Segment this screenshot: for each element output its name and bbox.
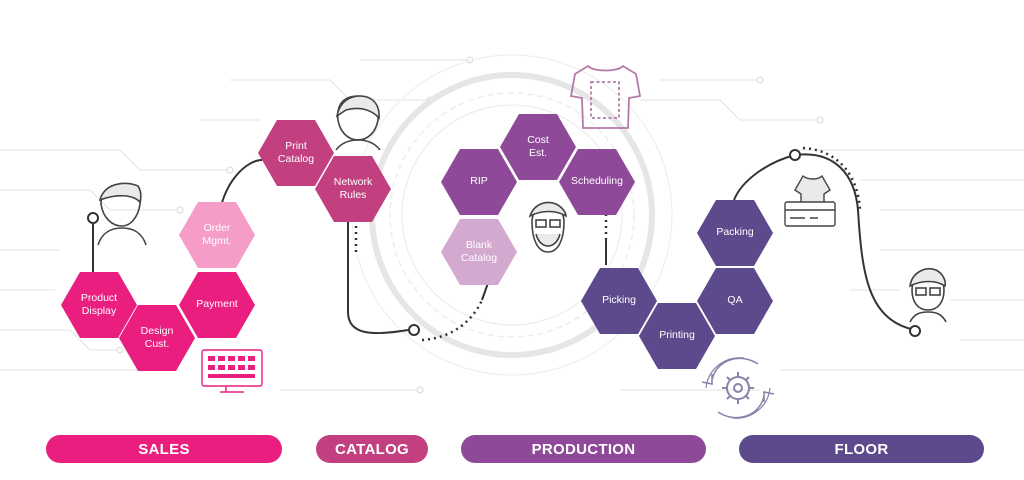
hex-printing[interactable]: Printing <box>639 303 715 369</box>
hex-label: QA <box>727 294 743 307</box>
circuit-lines <box>0 59 1024 391</box>
hex-label: Blank Catalog <box>460 238 498 264</box>
hex-order-mgmt[interactable]: Order Mgmt. <box>179 202 255 268</box>
hex-qa[interactable]: QA <box>697 268 773 334</box>
hex-payment[interactable]: Payment <box>179 272 255 338</box>
hex-label: Scheduling <box>571 175 623 188</box>
floor-worker-avatar-icon <box>908 268 947 323</box>
stage-pill-production[interactable]: PRODUCTION <box>461 435 706 463</box>
hex-label: Order Mgmt. <box>202 221 232 247</box>
hex-scheduling[interactable]: Scheduling <box>559 149 635 215</box>
hex-label: Product Display <box>80 291 118 317</box>
hex-label: Print Catalog <box>277 139 315 165</box>
hex-label: Printing <box>659 329 695 342</box>
tshirt-icon <box>569 64 642 129</box>
flow-connectors <box>92 153 916 335</box>
hex-label: RIP <box>470 175 488 188</box>
catalog-operator-avatar-icon <box>335 95 381 151</box>
hex-label: Cost Est. <box>527 133 549 159</box>
hex-packing[interactable]: Packing <box>697 200 773 266</box>
stage-pill-sales[interactable]: SALES <box>46 435 282 463</box>
stage-pill-catalog[interactable]: CATALOG <box>316 435 428 463</box>
monitor-icon <box>201 349 263 393</box>
bearded-worker-avatar-icon <box>528 201 567 253</box>
hex-label: Payment <box>196 298 238 311</box>
hex-label: Design Cust. <box>140 324 174 350</box>
dotted-connectors <box>354 146 862 342</box>
folded-shirt-card-icon <box>784 174 836 227</box>
hex-picking[interactable]: Picking <box>581 268 657 334</box>
connector-endpoints <box>87 149 921 337</box>
customer-avatar-icon <box>97 182 147 246</box>
hex-label: Packing <box>716 226 754 239</box>
cycle-gear-icon <box>701 357 775 419</box>
hex-label: Network Rules <box>333 175 373 201</box>
circuit-nodes <box>116 56 824 394</box>
hex-label: Picking <box>602 294 636 307</box>
stage-pill-floor[interactable]: FLOOR <box>739 435 984 463</box>
hex-design-cust[interactable]: Design Cust. <box>119 305 195 371</box>
hex-cost-est[interactable]: Cost Est. <box>500 114 576 180</box>
